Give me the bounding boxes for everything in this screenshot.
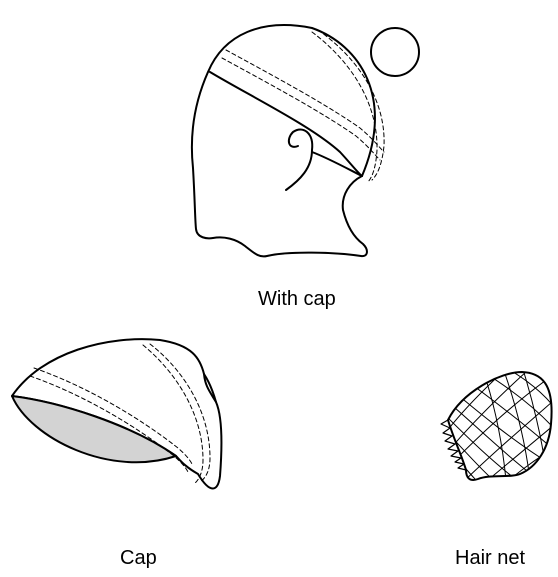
head-with-cap-figure xyxy=(192,25,419,256)
hair-net-mesh xyxy=(440,350,558,495)
with-cap-caption: With cap xyxy=(258,288,336,311)
cap-caption: Cap xyxy=(120,547,157,570)
hair-net-zigzag-edge xyxy=(441,420,466,470)
head-outline xyxy=(192,25,375,256)
cap-figure xyxy=(12,339,221,488)
hair-net-figure xyxy=(440,350,558,495)
hair-net-caption: Hair net xyxy=(455,547,525,570)
pom-pom xyxy=(371,28,419,76)
